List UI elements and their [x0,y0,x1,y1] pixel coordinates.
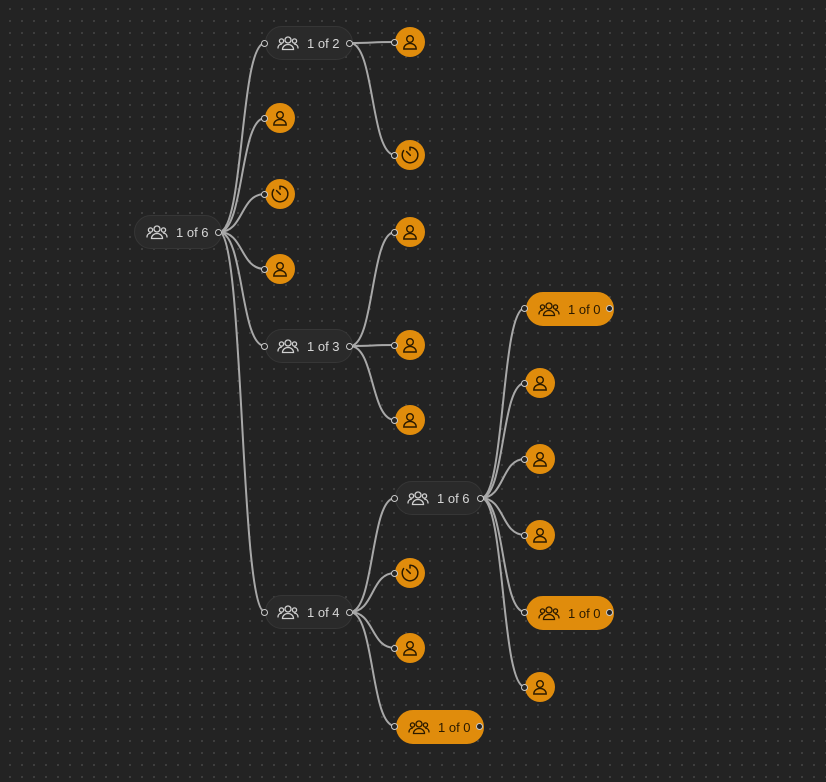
group-node-label: 1 of 6 [176,224,209,240]
output-port[interactable] [606,609,613,616]
edge [349,231,396,347]
user-node[interactable] [265,103,295,133]
user-node[interactable] [395,633,425,663]
group-node-g[interactable]: 1 of 0 [396,710,484,744]
output-port[interactable] [346,40,353,47]
users-icon [538,605,560,621]
input-port[interactable] [261,343,268,350]
input-port[interactable] [261,115,268,122]
edge [480,497,526,613]
output-port[interactable] [477,495,484,502]
input-port[interactable] [391,495,398,502]
edge [349,344,396,347]
group-node-c[interactable]: 1 of 4 [265,595,353,629]
group-node-label: 1 of 2 [307,35,340,51]
timer-node[interactable] [395,558,425,588]
input-port[interactable] [391,570,398,577]
group-node-root[interactable]: 1 of 6 [134,215,222,249]
edge [480,497,526,536]
input-port[interactable] [521,532,528,539]
edge [349,611,396,649]
output-port[interactable] [606,305,613,312]
users-icon [407,490,429,506]
user-node[interactable] [265,254,295,284]
input-port[interactable] [521,609,528,616]
edge [218,117,266,233]
users-icon [538,301,560,317]
users-icon [277,35,299,51]
edge [349,345,396,421]
input-port[interactable] [261,191,268,198]
edge [349,497,396,613]
user-node[interactable] [525,520,555,550]
user-node[interactable] [395,330,425,360]
input-port[interactable] [521,305,528,312]
edge [349,572,396,613]
edge [480,497,526,688]
users-icon [277,604,299,620]
output-port[interactable] [476,723,483,730]
users-icon [277,338,299,354]
edge [480,458,526,499]
timer-node[interactable] [265,179,295,209]
group-node-a[interactable]: 1 of 2 [265,26,353,60]
input-port[interactable] [521,380,528,387]
group-node-label: 1 of 3 [307,338,340,354]
group-node-label: 1 of 0 [568,301,601,317]
user-node[interactable] [525,672,555,702]
input-port[interactable] [391,342,398,349]
input-port[interactable] [261,266,268,273]
edge [349,41,396,44]
input-port[interactable] [261,609,268,616]
edge [218,231,266,613]
users-icon [408,719,430,735]
input-port[interactable] [391,645,398,652]
output-port[interactable] [346,343,353,350]
input-port[interactable] [521,456,528,463]
edge [218,231,266,270]
edge [480,382,526,499]
group-node-label: 1 of 0 [438,719,471,735]
group-node-e[interactable]: 1 of 0 [526,292,614,326]
users-icon [146,224,168,240]
input-port[interactable] [521,684,528,691]
edge [349,42,396,156]
group-node-d[interactable]: 1 of 6 [395,481,483,515]
output-port[interactable] [215,229,222,236]
group-node-label: 1 of 4 [307,604,340,620]
group-node-label: 1 of 6 [437,490,470,506]
user-node[interactable] [395,405,425,435]
group-node-f[interactable]: 1 of 0 [526,596,614,630]
user-node[interactable] [525,368,555,398]
input-port[interactable] [391,152,398,159]
input-port[interactable] [261,40,268,47]
user-node[interactable] [395,217,425,247]
timer-node[interactable] [395,140,425,170]
edge [349,611,396,727]
edge [218,193,266,233]
edge [218,42,266,233]
output-port[interactable] [346,609,353,616]
group-node-label: 1 of 0 [568,605,601,621]
group-node-b[interactable]: 1 of 3 [265,329,353,363]
edge [480,307,526,499]
user-node[interactable] [395,27,425,57]
edge [218,231,266,347]
input-port[interactable] [391,229,398,236]
user-node[interactable] [525,444,555,474]
input-port[interactable] [391,417,398,424]
input-port[interactable] [391,723,398,730]
input-port[interactable] [391,39,398,46]
